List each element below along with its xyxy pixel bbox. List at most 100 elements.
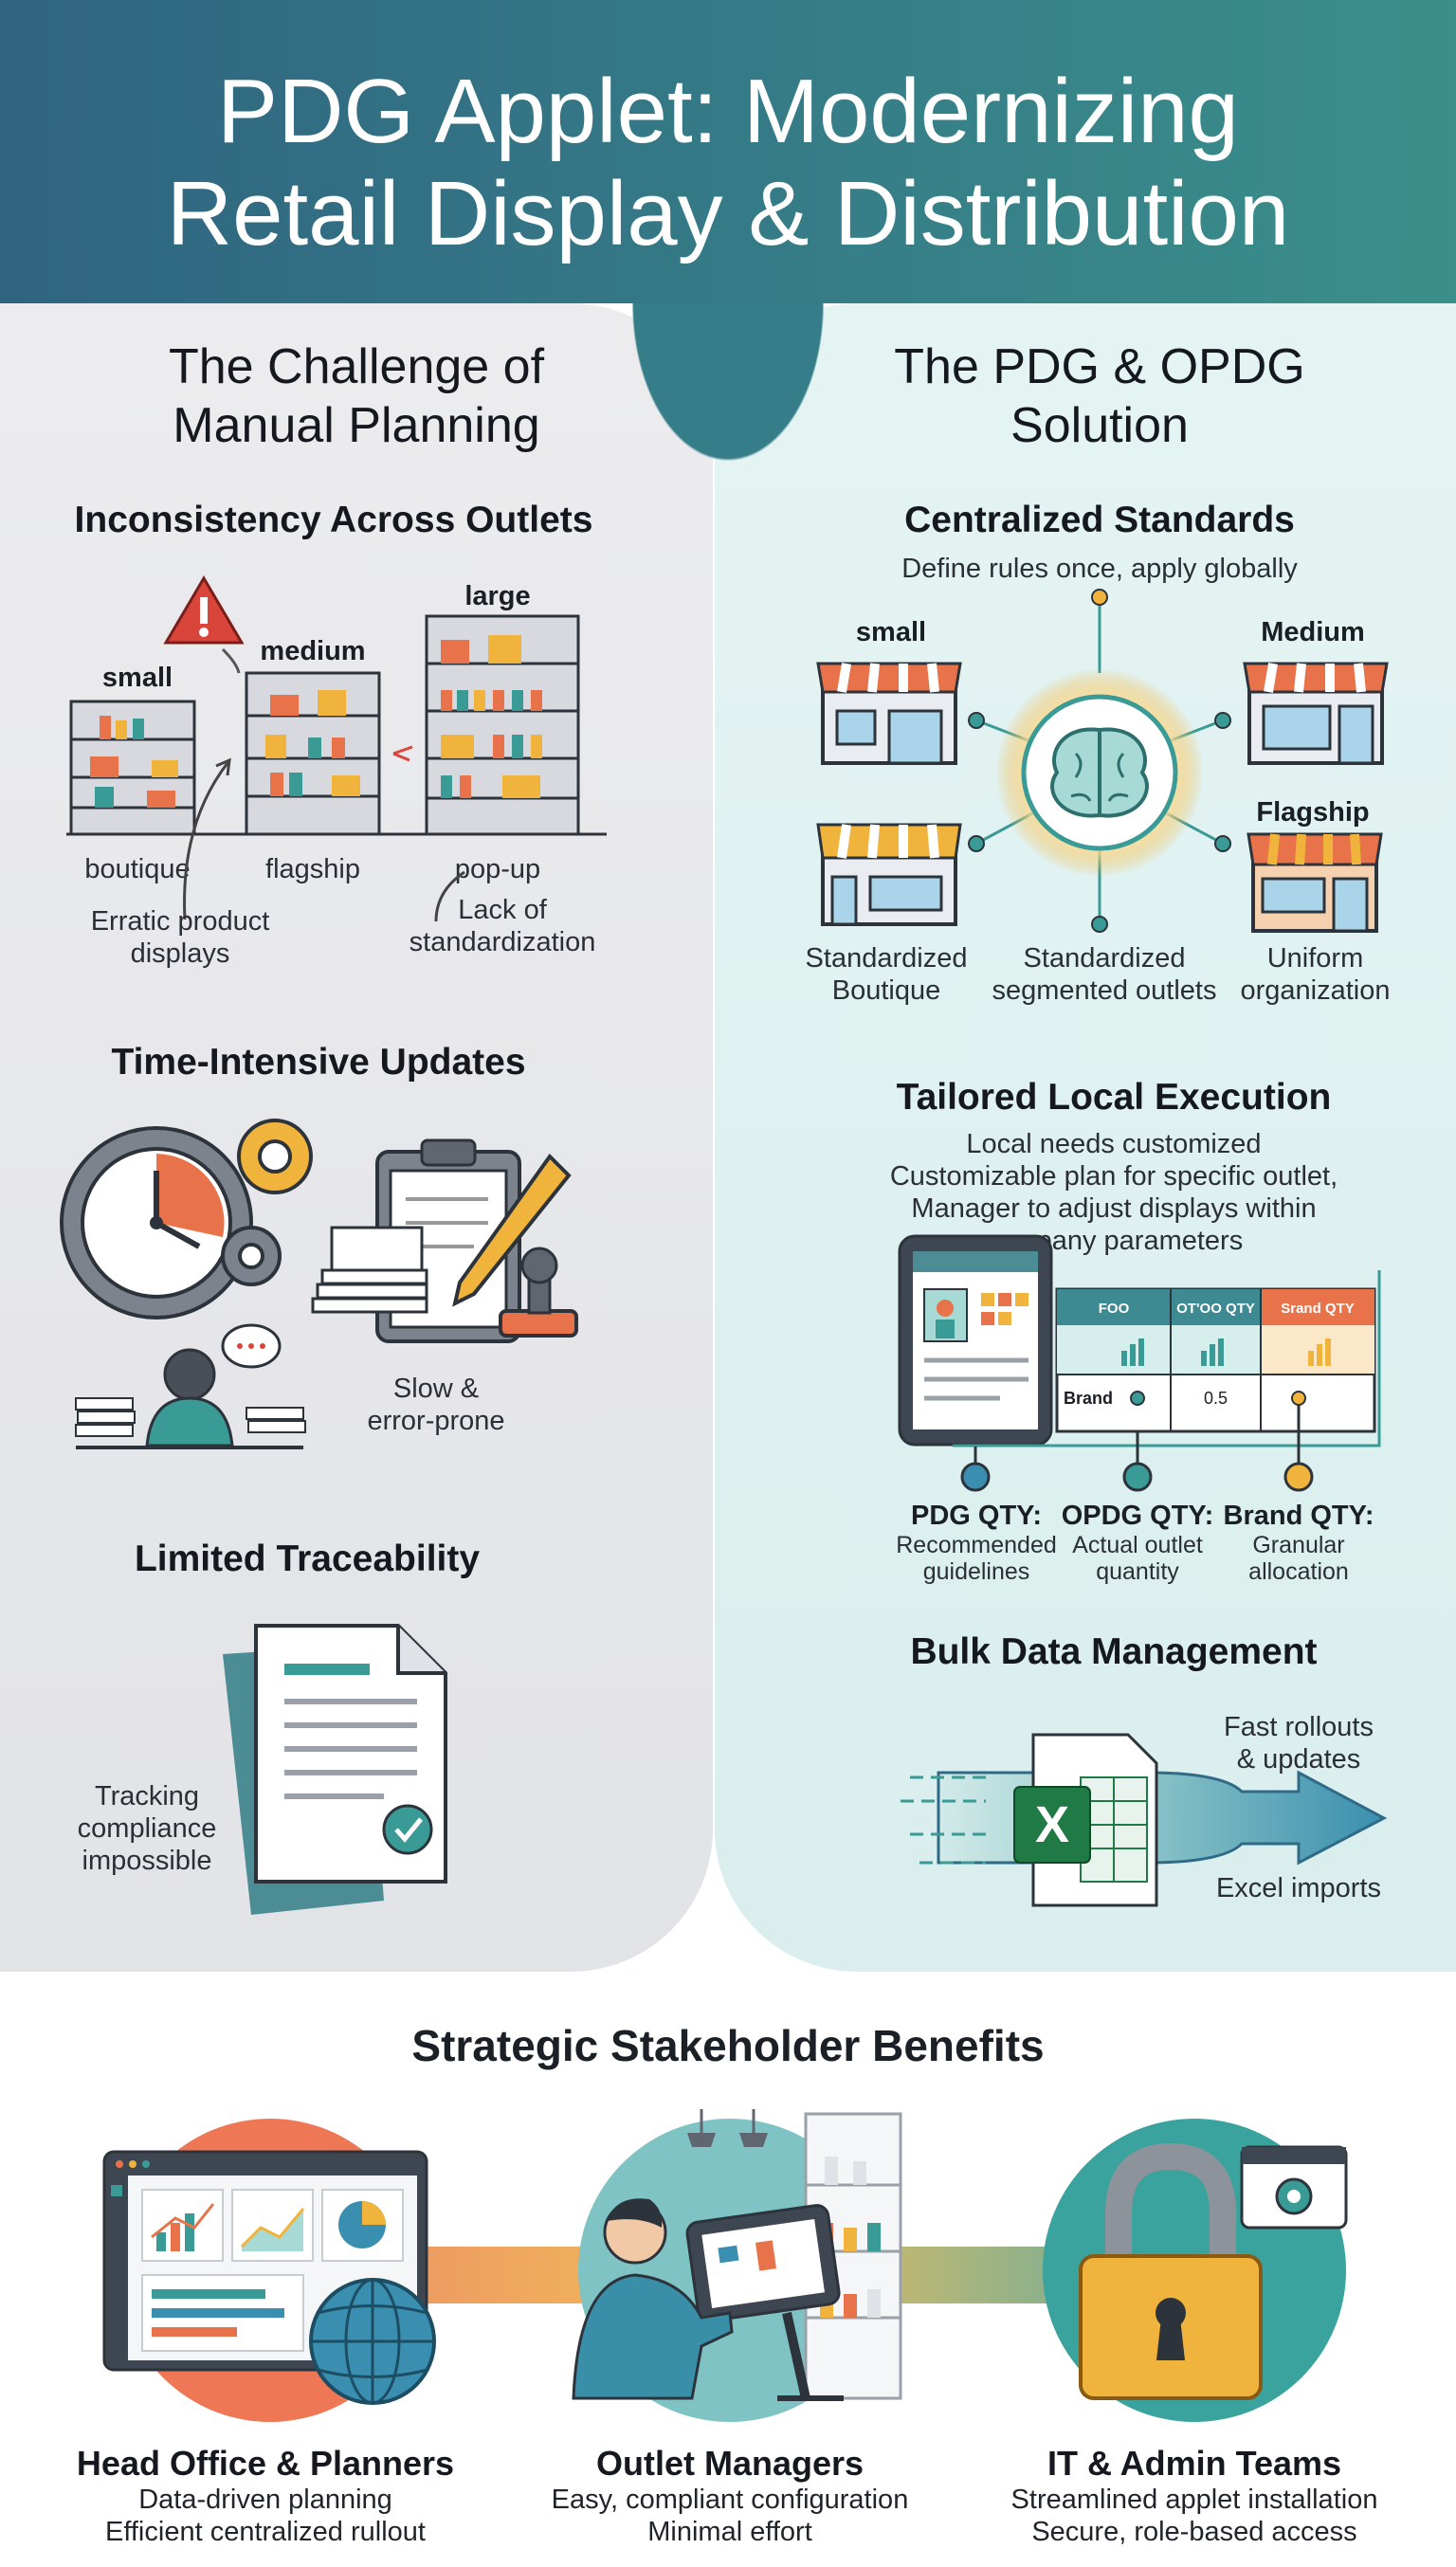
pencil-icon [452, 1153, 572, 1307]
slow-line2: error-prone [367, 1406, 505, 1436]
challenge-title-line2: Manual Planning [173, 398, 540, 453]
outlet-boutique-label: boutique [84, 854, 191, 884]
excel-import-illustration [901, 1733, 1388, 1907]
check-icon [382, 1804, 433, 1855]
outlet-managers-line2: Minimal effort [647, 2517, 812, 2547]
brand-qty-name: Brand QTY: [1223, 1501, 1374, 1531]
lack-line2: standardization [409, 927, 596, 957]
store-medium-icon [1243, 662, 1389, 765]
opdg-qty-line2: quantity [1096, 1558, 1179, 1585]
tailored-line2: Customizable plan for specific outlet, [889, 1161, 1338, 1192]
tracking-caption: Tracking compliance impossible [66, 1780, 228, 1877]
stressed-person-icon [75, 1348, 306, 1449]
store-small-label: small [855, 617, 927, 647]
it-admin-line1: Streamlined applet installation [1010, 2485, 1378, 2515]
gear-clock-icon [60, 1126, 253, 1320]
it-admin-line2: Secure, role-based access [1031, 2517, 1357, 2547]
erratic-arrow-icon [183, 757, 231, 920]
tailored-execution-title: Tailored Local Execution [896, 1077, 1332, 1118]
document-check-illustration [223, 1624, 447, 1915]
manager-person-icon [572, 2198, 734, 2400]
centralized-standards-title: Centralized Standards [904, 500, 1295, 540]
size-small-label: small [101, 663, 173, 693]
benefit-it-admin: IT & Admin Teams Streamlined applet inst… [957, 2444, 1431, 2548]
tracking-line2: compliance [77, 1813, 217, 1844]
store-flagship-label: Flagship [1256, 797, 1370, 828]
bar-chart-icon [1121, 1338, 1331, 1366]
solution-panel [715, 303, 1456, 1972]
head-office-name: Head Office & Planners [76, 2444, 455, 2483]
lack-standardization-caption: Lack of standardization [389, 894, 616, 958]
central-hub-illustration [968, 589, 1231, 933]
fast-line2: & updates [1236, 1744, 1361, 1775]
slow-error-caption: Slow & error-prone [360, 1373, 512, 1437]
cap1-line1: Standardized [805, 943, 968, 974]
brand-qty-caption: Brand QTY: Granular allocation [1204, 1500, 1393, 1585]
tracking-line3: impossible [82, 1846, 212, 1876]
table-brand-cell: Brand [1064, 1389, 1114, 1408]
qty-table [1055, 1287, 1376, 1433]
lack-line1: Lack of [458, 895, 547, 925]
kiosk-screen-icon [685, 2204, 844, 2401]
opdg-qty-line1: Actual outlet [1072, 1532, 1203, 1558]
pdg-qty-name: PDG QTY: [910, 1501, 1043, 1531]
small-shelf-icon [69, 700, 196, 836]
challenge-title-line1: The Challenge of [168, 339, 545, 394]
stamp-icon [499, 1247, 578, 1338]
cap3-line1: Uniform [1266, 943, 1364, 974]
erratic-line2: displays [130, 938, 230, 969]
tailored-line3: Manager to adjust displays within [911, 1193, 1317, 1224]
benefit-head-office: Head Office & Planners Data-driven plann… [28, 2444, 502, 2548]
solution-title-line1: The PDG & OPDG [894, 339, 1305, 394]
small-gear-icon [221, 1226, 282, 1286]
panel-divider [607, 303, 849, 502]
page-title-line2: Retail Display & Distribution [166, 163, 1290, 264]
pdg-qty-line1: Recommended [896, 1532, 1057, 1558]
pdg-qty-line2: guidelines [922, 1558, 1030, 1585]
store-flagship-icon [1247, 832, 1383, 933]
time-illustration [60, 1119, 578, 1449]
page-title: PDG Applet: Modernizing Retail Display &… [0, 61, 1456, 265]
store-medium-label: Medium [1261, 617, 1365, 647]
speech-bubble-icon [221, 1323, 282, 1369]
standardized-segmented-caption: Standardized segmented outlets [981, 942, 1228, 1007]
shelves-illustration [66, 575, 607, 836]
cap2-line2: segmented outlets [992, 975, 1217, 1006]
warning-icon [163, 575, 245, 645]
cap1-line2: Boutique [831, 975, 941, 1006]
challenge-title: The Challenge of Manual Planning [0, 337, 713, 455]
tablet-icon [898, 1234, 1053, 1447]
gear-icon [237, 1119, 313, 1194]
pdg-qty-caption: PDG QTY: Recommended guidelines [882, 1500, 1071, 1585]
large-shelf-icon [425, 614, 580, 836]
solution-title-line2: Solution [1010, 398, 1189, 453]
table-header-2: OT'OO QTY [1176, 1301, 1255, 1317]
slow-line1: Slow & [392, 1374, 480, 1404]
tailored-line1: Local needs customized [966, 1129, 1262, 1159]
outlet-managers-name: Outlet Managers [595, 2444, 864, 2483]
lock-icon [1079, 2142, 1263, 2400]
outlet-flagship-label: flagship [265, 854, 360, 884]
brain-icon [1050, 727, 1149, 818]
fast-rollouts-caption: Fast rollouts & updates [1204, 1711, 1393, 1775]
uniform-organization-caption: Uniform organization [1232, 942, 1398, 1007]
outlet-popup-label: pop-up [454, 854, 541, 884]
cap3-line2: organization [1240, 975, 1391, 1006]
opdg-qty-caption: OPDG QTY: Actual outlet quantity [1043, 1500, 1232, 1585]
head-office-line1: Data-driven planning [138, 2485, 392, 2515]
globe-icon [309, 2278, 436, 2405]
time-intensive-title: Time-Intensive Updates [111, 1042, 526, 1083]
paper-stack-icon [311, 1226, 428, 1314]
table-value-cell: 0.5 [1203, 1389, 1228, 1408]
page-title-line1: PDG Applet: Modernizing [217, 61, 1239, 162]
opdg-qty-name: OPDG QTY: [1061, 1501, 1214, 1531]
erratic-displays-caption: Erratic product displays [66, 905, 294, 970]
centralized-subtitle: Define rules once, apply globally [901, 554, 1298, 584]
store-boutique-icon [816, 823, 962, 926]
it-admin-name: IT & Admin Teams [1046, 2444, 1342, 2483]
excel-letter: X [1034, 1796, 1070, 1853]
size-large-label: large [464, 581, 531, 611]
table-header-3: Srand QTY [1281, 1301, 1355, 1317]
brand-qty-line1: Granular [1252, 1532, 1345, 1558]
table-header-1: FOO [1098, 1301, 1130, 1317]
